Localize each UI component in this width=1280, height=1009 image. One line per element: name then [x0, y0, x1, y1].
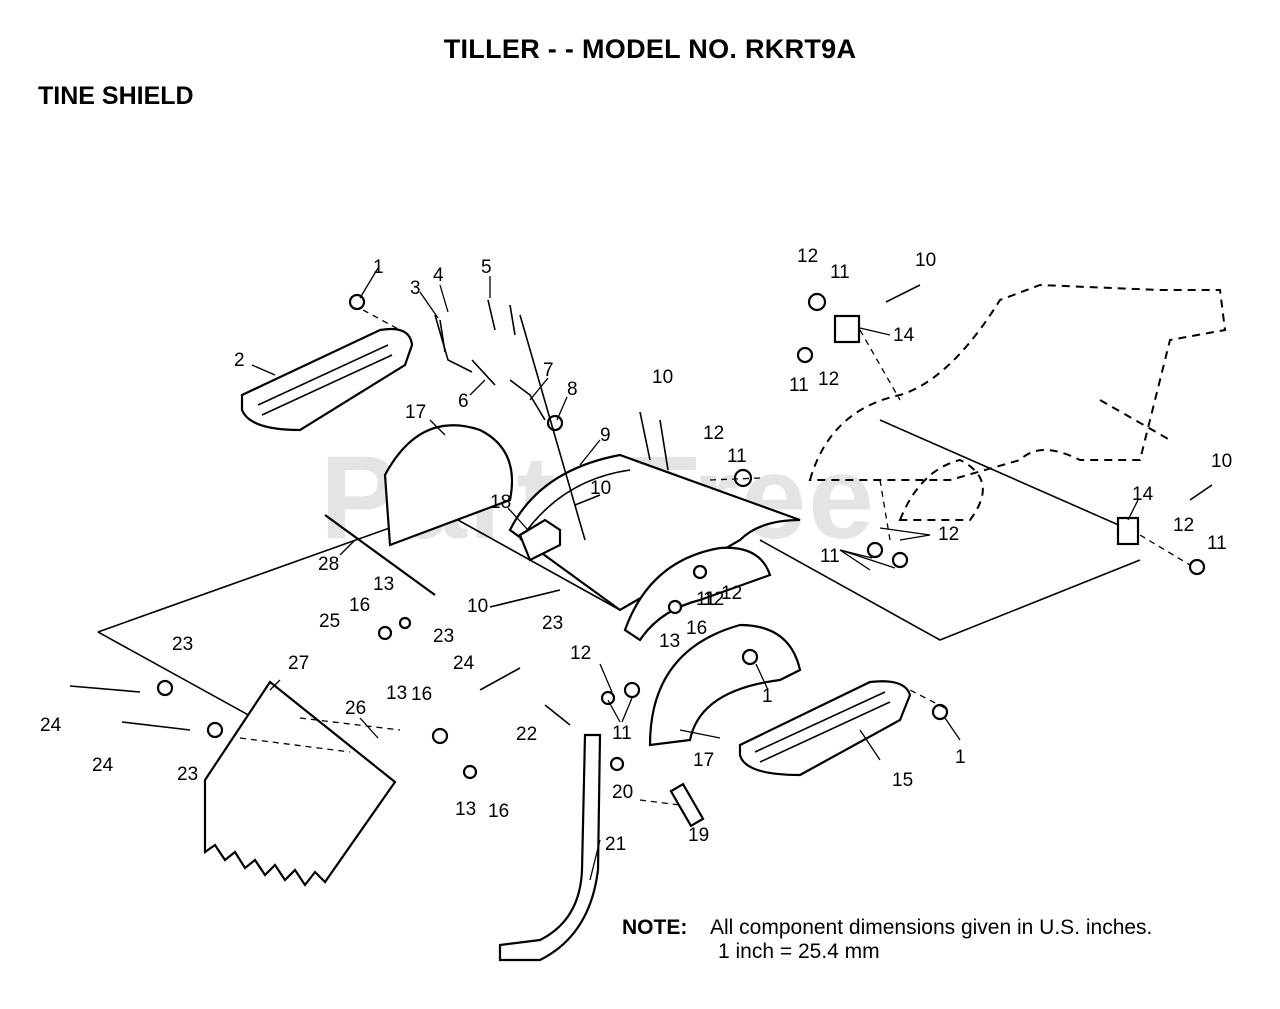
callout-21: 21: [605, 834, 626, 855]
callout-13-d: 13: [455, 799, 476, 820]
callout-17-a: 17: [405, 402, 426, 423]
callout-23-d: 23: [177, 764, 198, 785]
part-2-footrest-left: [240, 327, 414, 432]
callout-17-b: 17: [693, 750, 714, 771]
callout-7: 7: [543, 360, 554, 381]
callout-26: 26: [345, 698, 366, 719]
callout-1-right-flap: 1: [762, 686, 773, 707]
callout-11-e: 11: [1207, 533, 1227, 554]
part-18-bracket: [518, 518, 562, 562]
callout-16-c: 16: [411, 684, 432, 705]
callout-20: 20: [612, 782, 633, 803]
callout-12-c: 12: [703, 423, 724, 444]
callout-12-d: 12: [938, 524, 959, 545]
note-label: NOTE:: [622, 916, 688, 939]
callout-11-g: 11: [612, 723, 632, 744]
callout-14-b: 14: [1132, 484, 1154, 505]
part-17-flap-left: [383, 424, 514, 547]
note-line-1: All component dimensions given in U.S. i…: [710, 916, 1153, 939]
part-15-footrest-right: [738, 680, 912, 777]
callout-15: 15: [892, 770, 913, 791]
callout-13-c: 13: [386, 683, 407, 704]
callout-18: 18: [490, 492, 511, 513]
leader-lines: [239, 267, 1191, 881]
callout-10-d: 10: [915, 250, 936, 271]
callout-labels: 1 2 3 4 5 6 7 8 9 10 10 10 10 10 11 11 1…: [40, 246, 1232, 855]
callout-10-e: 10: [1211, 451, 1232, 472]
callout-24-a: 24: [453, 653, 475, 674]
callout-12-g: 12: [570, 643, 591, 664]
callout-22: 22: [516, 724, 537, 745]
callout-23-c: 23: [542, 613, 563, 634]
callout-12-b: 12: [818, 369, 839, 390]
part-19-pin: [669, 782, 705, 828]
callout-12-e: 12: [1173, 515, 1194, 536]
callout-16-a: 16: [349, 595, 370, 616]
callout-10-a: 10: [652, 367, 673, 388]
section-title: TINE SHIELD: [38, 82, 194, 110]
callout-6: 6: [458, 391, 469, 412]
fasteners: [69, 284, 1213, 780]
dimension-note: NOTE: All component dimensions given in U…: [622, 916, 1152, 964]
callout-5: 5: [481, 257, 492, 278]
callout-2: 2: [234, 350, 245, 371]
callout-12-h: 12: [703, 589, 724, 610]
callout-25: 25: [319, 611, 340, 632]
callout-23-a: 23: [172, 634, 193, 655]
page-title: TILLER - - MODEL NO. RKRT9A: [443, 34, 857, 64]
callout-16-b: 16: [686, 618, 707, 639]
callout-28: 28: [318, 554, 339, 575]
part-14-bracket-lower: [1116, 516, 1140, 546]
note-line-2: 1 inch = 25.4 mm: [718, 940, 880, 963]
callout-11-c: 11: [727, 446, 747, 467]
part-21-depth-bar: [498, 733, 602, 962]
part-27-drag-bar: [203, 680, 397, 887]
callout-11-f: 11: [696, 589, 716, 610]
callout-27: 27: [288, 653, 309, 674]
callout-19: 19: [688, 825, 709, 846]
callout-13-a: 13: [373, 574, 394, 595]
callout-11-a: 11: [830, 262, 850, 283]
callout-14-a: 14: [893, 325, 915, 346]
part-28-rod: [324, 514, 436, 596]
callout-16-d: 16: [488, 801, 509, 822]
part-tine-shield-right: [623, 546, 772, 642]
callout-12-a: 12: [797, 246, 818, 267]
callout-10-b: 10: [590, 478, 611, 499]
callout-1-top: 1: [373, 257, 384, 278]
part-14-bracket-upper: [833, 314, 861, 344]
callout-4: 4: [433, 265, 444, 286]
callout-24-c: 24: [92, 755, 114, 776]
callout-1-right-footrest: 1: [955, 747, 966, 768]
callout-23-b: 23: [433, 626, 454, 647]
callout-12-f: 12: [721, 583, 742, 604]
callout-8: 8: [567, 379, 578, 400]
callout-11-b: 11: [789, 375, 809, 396]
callout-9: 9: [600, 425, 611, 446]
callout-24-b: 24: [40, 715, 62, 736]
part-9-tine-hood: [508, 453, 801, 612]
callout-10-c: 10: [467, 596, 488, 617]
callout-3: 3: [410, 278, 421, 299]
callout-11-d: 11: [820, 546, 840, 567]
part-17-flap-right: [648, 623, 802, 747]
tiller-frame-dashed: [808, 283, 1227, 521]
callout-13-b: 13: [659, 631, 680, 652]
